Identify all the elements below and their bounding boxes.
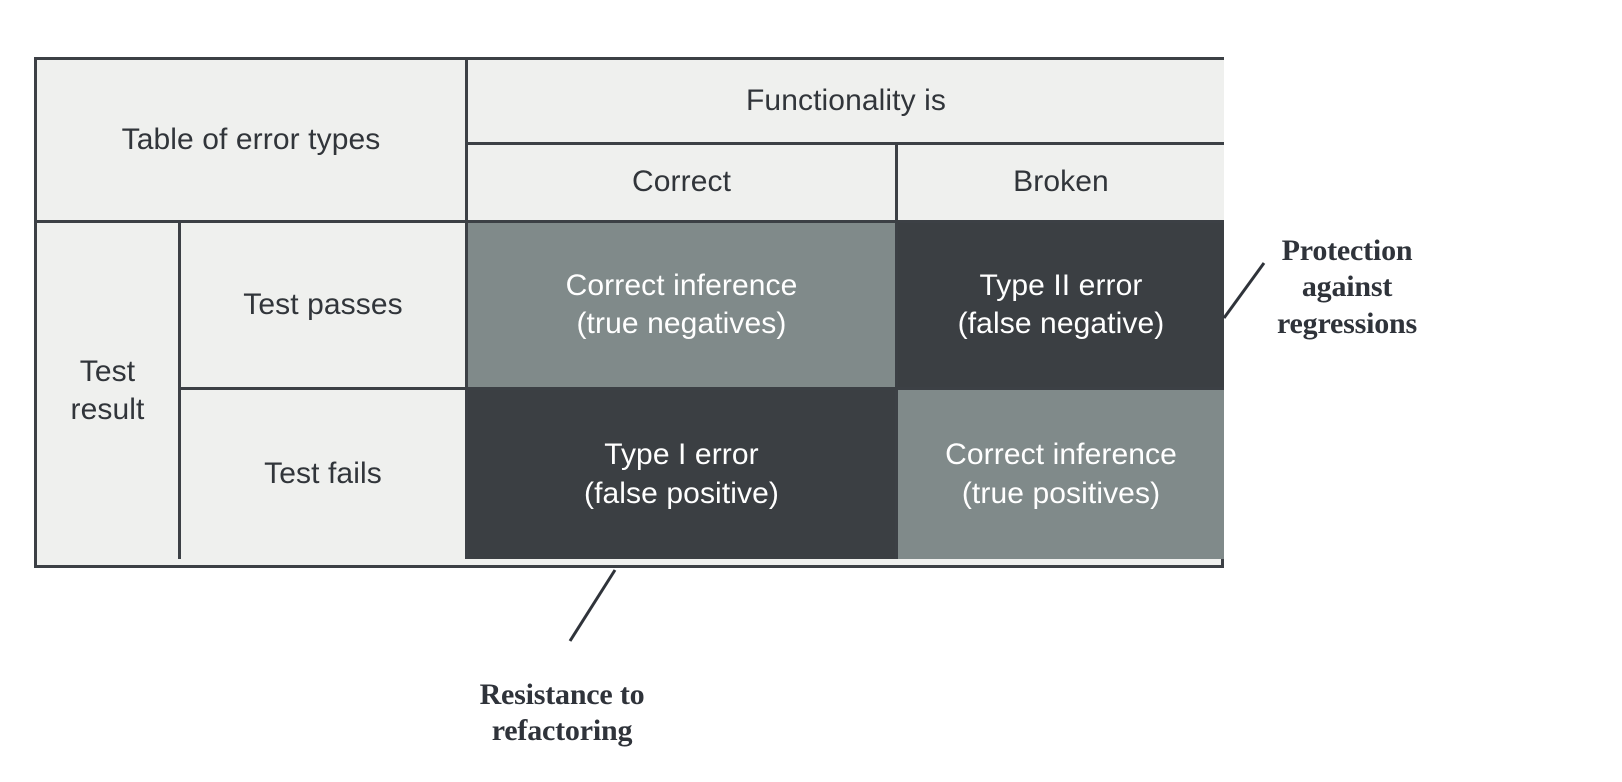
row-group-header-label: Test result — [70, 354, 145, 426]
column-header-broken-label: Broken — [1013, 165, 1109, 199]
leader-line-resistance-to-refactoring — [568, 569, 617, 642]
cell-type-2-error-text: Type II error (false negative) — [957, 268, 1165, 340]
column-group-header-cell: Functionality is — [468, 60, 1224, 145]
leader-line-protection-against-regressions — [1222, 262, 1266, 319]
table-title: Table of error types — [121, 122, 381, 156]
cell-true-negatives-text: Correct inference (true negatives) — [565, 268, 798, 340]
cell-type-1-error-text: Type I error (false positive) — [583, 438, 779, 510]
row-header-test-fails-cell: Test fails — [181, 390, 468, 559]
table-grid: Table of error types Functionality is Co… — [37, 60, 1224, 565]
annotation-protection-against-regressions: Protection against regressions — [1262, 196, 1432, 342]
column-header-correct-label: Correct — [631, 165, 732, 199]
cell-true-negatives: Correct inference (true negatives) — [468, 223, 898, 390]
cell-type-2-error: Type II error (false negative) — [898, 223, 1224, 390]
cell-type-1-error: Type I error (false positive) — [468, 390, 898, 559]
column-header-correct-cell: Correct — [468, 145, 898, 223]
row-header-test-passes-cell: Test passes — [181, 223, 468, 390]
table-title-cell: Table of error types — [37, 60, 468, 223]
cell-true-positives-text: Correct inference (true positives) — [945, 438, 1177, 510]
cell-true-positives: Correct inference (true positives) — [898, 390, 1224, 559]
annotation-protection-against-regressions-text: Protection against regressions — [1276, 233, 1418, 340]
error-types-table: Table of error types Functionality is Co… — [34, 57, 1224, 568]
row-header-test-passes-label: Test passes — [243, 287, 403, 321]
column-header-broken-cell: Broken — [898, 145, 1224, 223]
annotation-resistance-to-refactoring-text: Resistance to refactoring — [479, 677, 645, 748]
annotation-resistance-to-refactoring: Resistance to refactoring — [462, 640, 662, 750]
row-group-header-cell: Test result — [37, 223, 181, 559]
column-group-header-label: Functionality is — [745, 83, 946, 117]
row-header-test-fails-label: Test fails — [264, 457, 382, 491]
